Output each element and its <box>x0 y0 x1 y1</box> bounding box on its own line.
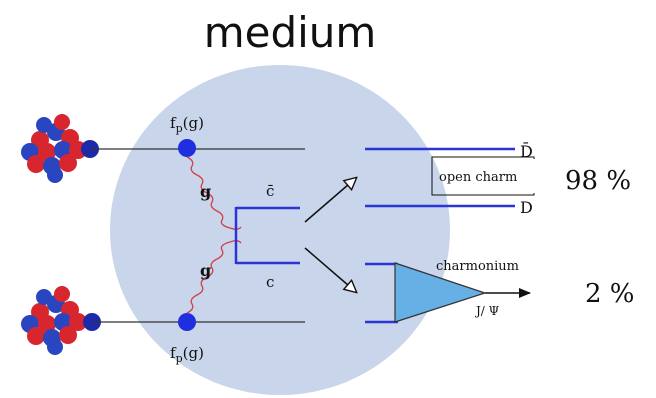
nucleus-top <box>21 114 99 183</box>
charm-pair <box>234 206 300 265</box>
charmonium-cone <box>394 262 487 323</box>
diagram-title: medium <box>203 8 377 57</box>
label-dbar: D̄ <box>520 140 533 161</box>
percent-charmonium: 2 % <box>585 279 635 309</box>
gluon-bottom <box>186 240 242 314</box>
label-fp-top: fp(g) <box>170 114 204 135</box>
percent-open-charm: 98 % <box>565 166 631 196</box>
arrow-to-charmonium <box>304 247 356 292</box>
arrow-to-open-charm <box>304 178 356 223</box>
gluon-top <box>186 156 242 230</box>
label-charmonium: charmonium <box>436 259 519 274</box>
label-jpsi: J/ Ψ <box>474 304 500 318</box>
label-gluon-top: g <box>200 182 211 201</box>
medium-ellipse <box>110 65 450 395</box>
label-gluon-bottom: g <box>200 261 211 280</box>
label-fp-bottom: fp(g) <box>170 344 204 365</box>
parton-dot-top <box>178 139 196 157</box>
label-cbar: c̄ <box>266 182 274 200</box>
nucleus-bottom <box>21 286 101 355</box>
label-d: D <box>520 198 533 217</box>
parton-dot-bottom <box>178 313 196 331</box>
label-open-charm: open charm <box>439 170 517 185</box>
label-c: c <box>266 273 274 291</box>
